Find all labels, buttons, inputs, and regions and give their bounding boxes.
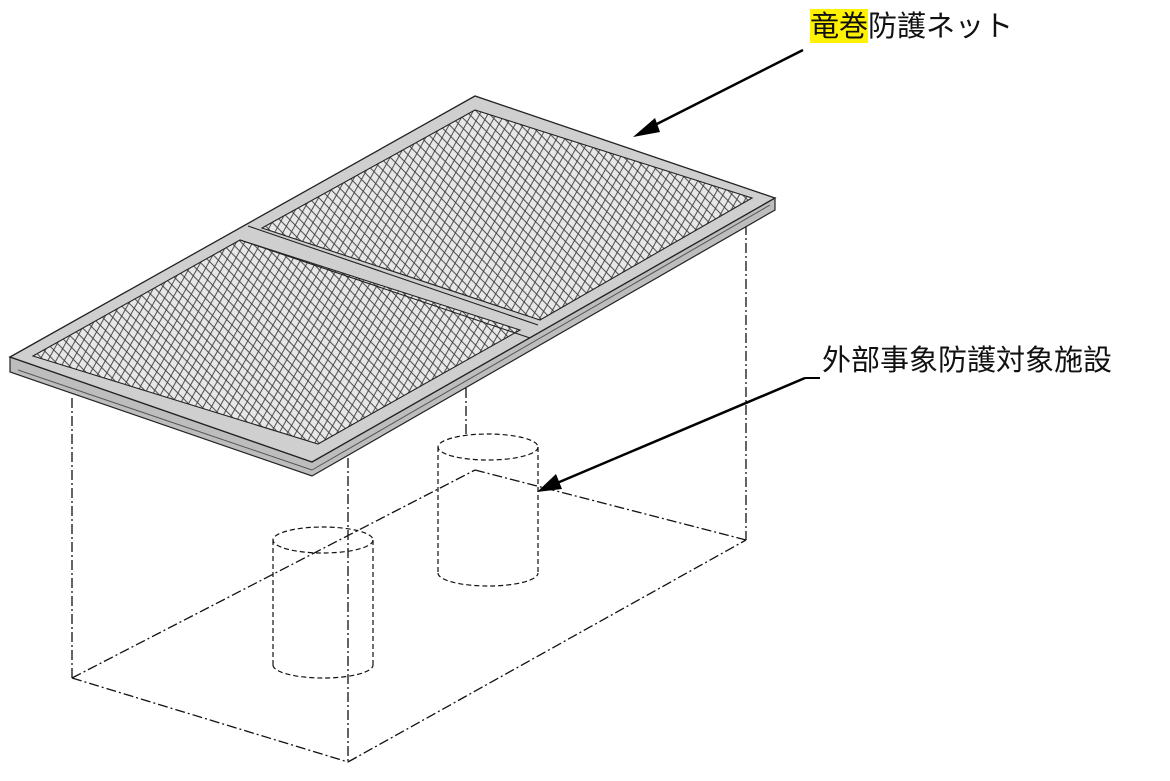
facility-box	[71, 225, 747, 763]
net-arrow	[633, 48, 804, 137]
box-bottom-front-right	[347, 539, 747, 763]
box-bottom-back-left	[71, 469, 476, 679]
box-bottom-back-right	[474, 469, 747, 541]
net-panel-back	[260, 109, 754, 321]
net-panel-front	[31, 239, 522, 445]
facility-arrow	[537, 376, 820, 492]
cylinder-right	[437, 433, 539, 587]
box-bottom-front-left	[71, 677, 349, 763]
net-label: 竜巻防護ネット	[810, 9, 1014, 43]
net-label-rest: 防護ネット	[868, 9, 1014, 43]
tornado-net	[8, 95, 777, 477]
facility-label: 外部事象防護対象施設	[822, 343, 1113, 377]
net-label-highlight: 竜巻	[810, 9, 869, 43]
cylinder-left	[272, 526, 374, 679]
